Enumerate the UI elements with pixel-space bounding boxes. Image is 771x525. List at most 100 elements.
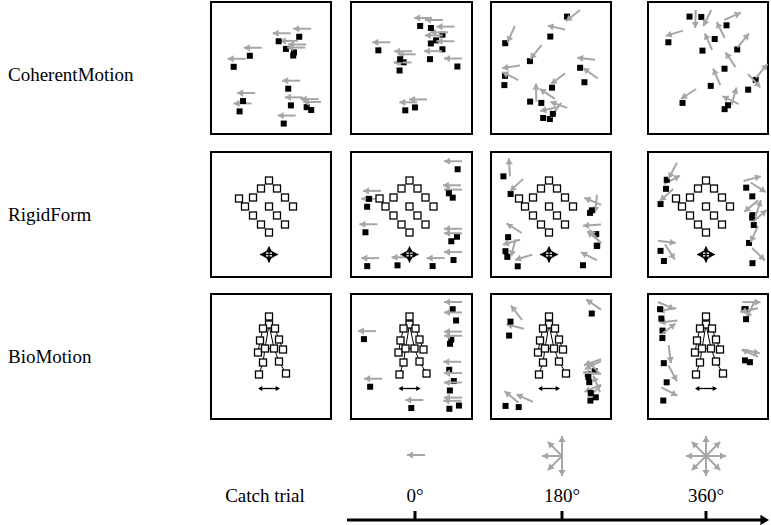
arrow-head	[713, 442, 720, 449]
form-dot	[283, 370, 290, 377]
axis-tick	[705, 511, 708, 520]
arrow-head	[668, 303, 675, 310]
dot	[296, 34, 302, 40]
dot	[240, 98, 246, 104]
arrow-head	[556, 386, 560, 391]
form-dot	[693, 371, 700, 378]
dot	[502, 248, 508, 254]
dot	[364, 263, 370, 269]
arrow-head	[760, 515, 769, 525]
arrow-head	[425, 32, 431, 39]
form-dot	[713, 336, 720, 343]
arrow-head	[507, 35, 514, 42]
form-dot	[542, 345, 549, 352]
arrow-head	[413, 251, 419, 258]
tick-label: 0°	[406, 485, 423, 507]
motion-arrow	[551, 73, 565, 84]
form-dot	[282, 194, 289, 201]
form-dot	[695, 185, 702, 192]
form-dot	[516, 195, 523, 202]
dot	[589, 311, 595, 317]
dot	[366, 196, 372, 202]
motion-arrow	[748, 74, 760, 87]
form-dot	[280, 346, 287, 353]
motion-arrow	[661, 387, 677, 395]
dot	[448, 238, 454, 244]
arrow-head	[394, 48, 400, 55]
dot	[508, 191, 514, 197]
form-dot	[560, 346, 567, 353]
form-dot	[416, 336, 423, 343]
dot	[587, 398, 593, 404]
motion-arrow	[510, 179, 523, 191]
form-dot	[679, 203, 686, 210]
arrow-head	[361, 255, 367, 262]
form-dot	[552, 325, 559, 332]
arrow-head	[443, 182, 449, 189]
dot	[742, 357, 748, 363]
form-dot	[687, 212, 694, 219]
arrow-head	[545, 257, 552, 263]
dot	[427, 56, 433, 62]
form-dot	[692, 349, 699, 356]
arrow-head	[507, 223, 514, 229]
dot	[663, 186, 669, 192]
arrow-head	[583, 68, 590, 74]
arrow-head	[667, 357, 674, 363]
dot	[375, 47, 381, 53]
form-dot	[416, 358, 423, 365]
motion-arrow	[581, 252, 597, 260]
motion-arrow	[744, 200, 758, 212]
dot	[725, 102, 731, 108]
dot	[722, 66, 728, 72]
motion-arrow	[583, 68, 598, 79]
motion-arrow	[725, 52, 735, 67]
form-dot	[414, 212, 421, 219]
dot	[527, 58, 533, 64]
arrow-head	[244, 44, 250, 51]
form-dot	[420, 346, 427, 353]
dot	[712, 36, 718, 42]
dot	[504, 254, 510, 260]
motion-arrow	[753, 210, 767, 222]
motion-arrow	[548, 456, 562, 470]
arrow-head	[754, 80, 761, 87]
arrow-head	[551, 110, 557, 117]
form-dot	[709, 325, 716, 332]
form-dot	[276, 358, 283, 365]
form-dot	[274, 212, 281, 219]
arrow-head	[540, 106, 547, 113]
form-dot	[398, 185, 405, 192]
arrow-head	[586, 299, 593, 305]
arrow-head	[444, 158, 450, 165]
arrow-head	[416, 386, 420, 391]
dot	[549, 85, 555, 91]
dot	[745, 87, 751, 93]
dot	[412, 104, 418, 110]
motion-arrow	[681, 89, 696, 99]
form-dot	[266, 203, 273, 210]
motion-arrow	[502, 72, 518, 80]
dot	[503, 403, 509, 409]
form-dot	[556, 336, 563, 343]
dot	[505, 234, 511, 240]
form-dot	[694, 337, 701, 344]
arrow-head	[753, 348, 760, 355]
axis-tick	[561, 511, 564, 520]
arrow-head	[671, 374, 677, 381]
dot	[446, 406, 452, 412]
arrow-head	[517, 394, 524, 401]
form-dot	[266, 177, 273, 184]
arrow-head	[260, 251, 266, 258]
arrow-head	[363, 187, 369, 194]
motion-arrow	[703, 10, 711, 26]
dot	[428, 25, 434, 31]
dot	[362, 229, 368, 235]
form-dot	[395, 349, 402, 356]
dot	[580, 262, 586, 268]
motion-arrow	[586, 299, 601, 309]
stimulus-panel	[351, 2, 472, 134]
form-dot	[535, 349, 542, 356]
dot	[589, 207, 595, 213]
form-dot	[397, 337, 404, 344]
